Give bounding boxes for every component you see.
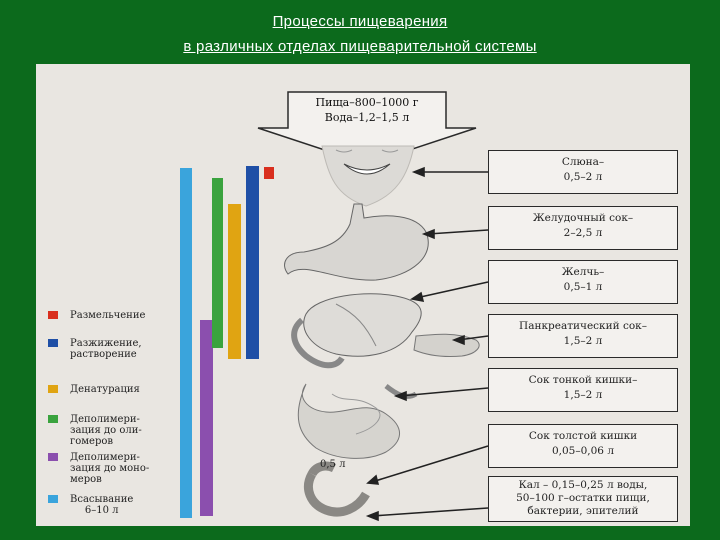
legend-label: меров <box>70 474 102 485</box>
box-feces: Кал – 0,15–0,25 л воды, 50–100 г–остатки… <box>488 476 678 522</box>
box-line: 50–100 г–остатки пищи, <box>516 492 650 504</box>
digestive-organs-illustration <box>257 91 489 522</box>
legend-swatch-monomers <box>48 453 58 461</box>
pointer-arrows <box>365 166 489 522</box>
intake-water: Вода–1,2–1,5 л <box>324 111 410 124</box>
box-small-intestine-juice: Сок тонкой кишки– 1,5–2 л <box>488 368 678 412</box>
legend-swatch-oligomers <box>48 415 58 423</box>
colon-volume-label: 0,5 л <box>320 459 346 470</box>
box-bile: Желчь– 0,5–1 л <box>488 260 678 304</box>
stomach <box>284 203 429 281</box>
legend-label: растворение <box>70 349 137 360</box>
bar-dissolving <box>246 166 259 359</box>
legend-swatch-chopping <box>48 311 58 319</box>
legend-swatch-absorption <box>48 495 58 503</box>
legend-label: Размельчение <box>70 310 146 321</box>
title-line-1: Процессы пищеварения <box>272 13 448 30</box>
box-line: Слюна– <box>561 156 605 168</box>
box-line: 0,5–2 л <box>563 171 603 183</box>
large-intestine <box>304 461 370 517</box>
pancreas <box>413 333 480 357</box>
legend-label: 6–10 л <box>84 505 119 516</box>
legend-swatch-denaturation <box>48 385 58 393</box>
box-line: Сок тонкой кишки– <box>528 374 638 386</box>
bar-monomers <box>200 320 213 516</box>
box-line: 1,5–2 л <box>563 389 603 401</box>
diagram-panel: Размельчение Разжижение,растворение Дена… <box>36 64 690 526</box>
legend-label: Деполимери- <box>70 414 140 425</box>
box-gastric-juice: Желудочный сок– 2–2,5 л <box>488 206 678 250</box>
box-line: 2–2,5 л <box>563 227 603 239</box>
duodenum <box>291 317 345 369</box>
legend-label: зация до моно- <box>70 463 150 474</box>
bar-denaturation <box>228 204 241 359</box>
legend-label: Разжижение, <box>70 338 142 349</box>
intake-food: Пища–800–1000 г <box>315 96 419 109</box>
legend-label: зация до оли- <box>70 425 142 436</box>
box-line: Желудочный сок– <box>532 212 634 224</box>
title-line-2: в различных отделах пищеварительной сист… <box>183 38 537 55</box>
box-line: Сок толстой кишки <box>528 430 638 442</box>
liver <box>303 293 422 357</box>
box-large-intestine-juice: Сок толстой кишки 0,05–0,06 л <box>488 424 678 468</box>
box-line: 1,5–2 л <box>563 335 603 347</box>
box-pancreatic-juice: Панкреатический сок– 1,5–2 л <box>488 314 678 358</box>
legend-label: Деполимери- <box>70 452 140 463</box>
intake-arrow <box>257 91 477 165</box>
legend-swatch-dissolving <box>48 339 58 347</box>
box-saliva: Слюна– 0,5–2 л <box>488 150 678 194</box>
legend-label: гомеров <box>70 436 114 447</box>
face <box>321 145 415 207</box>
box-line: 0,05–0,06 л <box>551 445 614 457</box>
box-line: 0,5–1 л <box>563 281 603 293</box>
box-line: Кал – 0,15–0,25 л воды, <box>518 479 648 491</box>
intake-label: Пища–800–1000 г Вода–1,2–1,5 л <box>292 95 442 125</box>
bar-oligomers <box>212 178 223 348</box>
box-line: Желчь– <box>561 266 605 278</box>
legend-label: Денатурация <box>70 384 140 395</box>
bar-chopping <box>264 167 274 179</box>
box-line: Панкреатический сок– <box>519 320 647 332</box>
bar-absorption <box>180 168 192 518</box>
box-line: бактерии, эпителий <box>527 505 639 517</box>
legend-label: Всасывание <box>70 494 134 505</box>
